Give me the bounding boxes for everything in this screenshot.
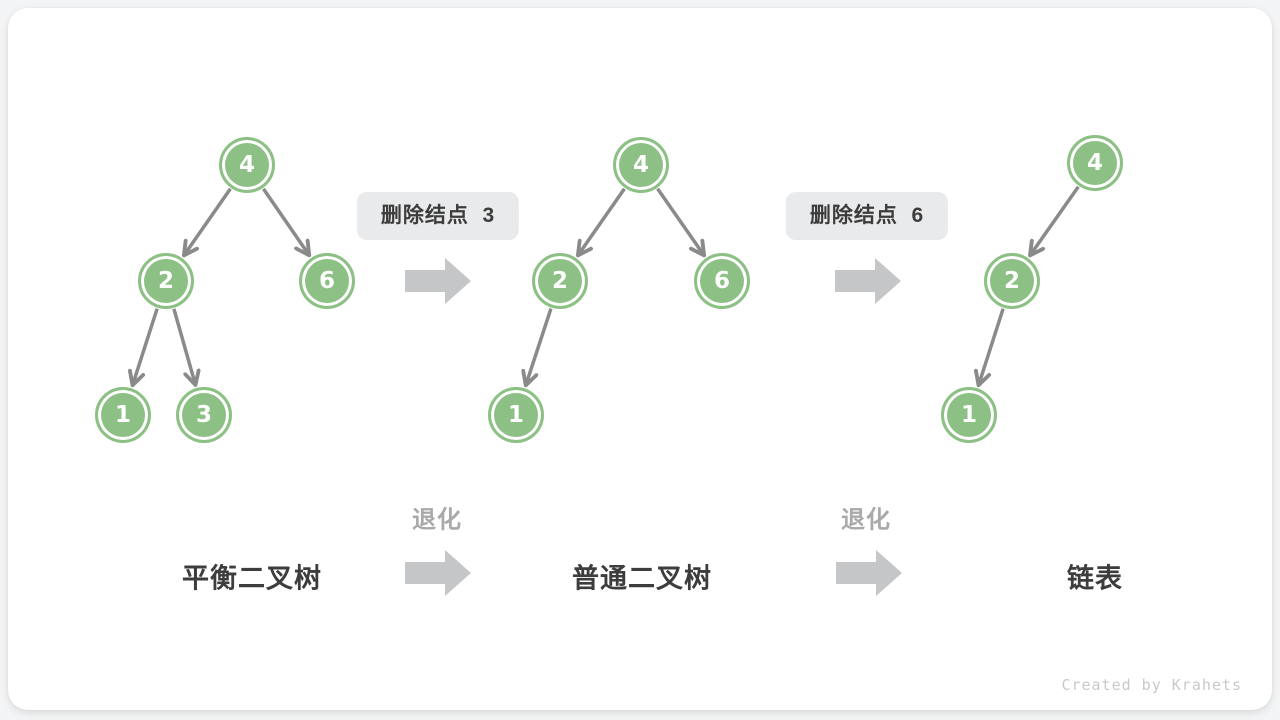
tree-node-3: 3 <box>176 387 232 443</box>
tree-node-1: 1 <box>488 387 544 443</box>
tree-label-linked-list: 链表 <box>1067 563 1123 594</box>
tree-node-1: 1 <box>941 387 997 443</box>
degrade-label: 退化 <box>841 506 891 534</box>
tree-node-4: 4 <box>1067 135 1123 191</box>
degrade-label: 退化 <box>412 506 462 534</box>
tree-node-6: 6 <box>694 253 750 309</box>
watermark: Created by Krahets <box>1061 676 1242 694</box>
tree-label-balanced-binary-tree: 平衡二叉树 <box>182 563 322 594</box>
tree-node-4: 4 <box>219 137 275 193</box>
diagram-card <box>8 8 1272 710</box>
tree-label-ordinary-binary-tree: 普通二叉树 <box>572 563 712 594</box>
tree-node-1: 1 <box>95 387 151 443</box>
delete-node-label: 删除结点 3 <box>356 192 520 240</box>
tree-node-2: 2 <box>138 253 194 309</box>
tree-node-6: 6 <box>299 253 355 309</box>
delete-node-label: 删除结点 6 <box>785 192 949 240</box>
tree-node-2: 2 <box>532 253 588 309</box>
tree-node-4: 4 <box>613 137 669 193</box>
tree-node-2: 2 <box>984 253 1040 309</box>
